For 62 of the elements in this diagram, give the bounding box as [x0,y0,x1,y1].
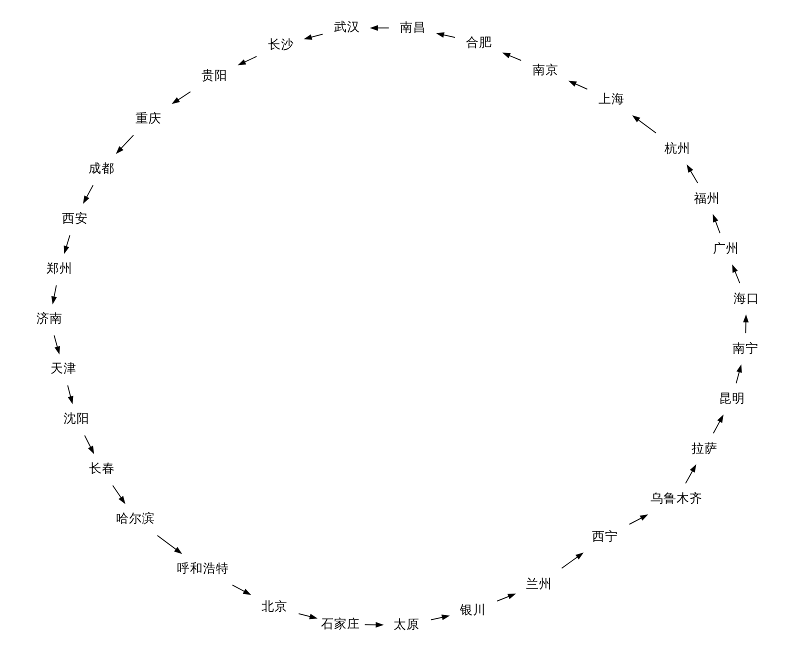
node-text: 合肥 [466,34,492,50]
arrow [84,434,94,454]
arrow [561,552,584,569]
node-text: 杭州 [664,140,691,156]
node-text: 福州 [694,190,720,206]
arrow [628,514,648,525]
arrow [502,52,522,61]
arrow [112,485,126,504]
node-text: 沈阳 [64,410,90,426]
arrow [67,384,74,404]
node-text: 南昌 [400,19,426,34]
node-text: 西宁 [592,528,618,544]
node-text: 济南 [36,310,63,326]
node-text: 上海 [598,91,625,106]
arrow [436,32,456,38]
node-text: 长春 [88,460,115,476]
arrow [298,613,318,620]
node-text: 乌鲁木齐 [650,490,703,506]
arrow [685,464,696,484]
node-text: 银川 [460,602,486,617]
arrow [232,584,252,596]
arrow [632,115,656,134]
node-text: 西安 [62,210,88,226]
arrow [568,80,588,90]
node-text: 贵阳 [202,67,228,82]
node-text: 拉萨 [692,440,718,456]
arrow [743,314,749,334]
node-text: 昆明 [718,390,745,406]
arrow [83,184,94,204]
node-text: 太原 [394,616,420,632]
node-text: 石家庄 [321,616,360,631]
arrow [172,91,191,104]
node-text: 呼和浩特 [176,560,229,576]
arrow [496,594,516,602]
node-text: 兰州 [526,576,552,591]
arrow [238,56,258,66]
node-text: 郑州 [46,260,73,276]
node-text: 长沙 [268,36,294,52]
arrow [712,214,720,234]
arrow [51,284,57,304]
node-text: 南京 [532,62,558,77]
arrow [304,34,324,40]
arrow [712,414,724,434]
arrow [732,264,740,284]
arrow [686,164,698,184]
arrow [430,614,450,620]
node-text: 天津 [50,360,76,376]
arrow [156,535,182,554]
arrow [364,622,384,628]
arrow [64,234,70,254]
arrow [54,334,60,355]
node-text: 哈尔滨 [116,510,156,526]
arrow [116,134,134,154]
arrow [370,25,390,31]
node-text: 广州 [713,240,740,256]
node-text: 南宁 [732,340,758,356]
arrow [736,364,742,384]
node-text: 海口 [733,290,760,306]
node-text: 成都 [88,160,115,176]
node-text: 武汉 [334,19,360,34]
node-text: 重庆 [136,110,162,126]
node-text: 北京 [261,598,288,614]
